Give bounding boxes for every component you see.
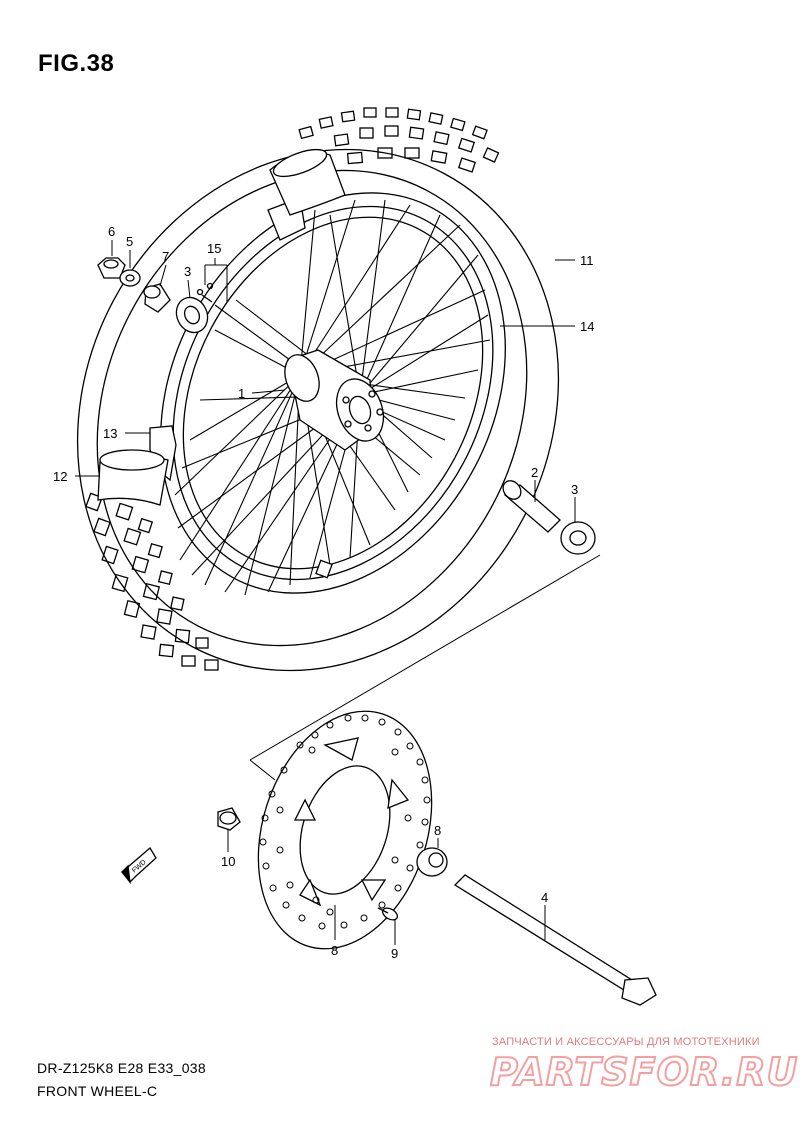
- callout-2: 2: [531, 465, 538, 480]
- washer: [119, 269, 141, 287]
- callout-9: 9: [391, 946, 398, 961]
- assembly-guide-lines: [249, 554, 601, 781]
- bearing-left: [175, 296, 209, 334]
- brake-disc: [257, 710, 433, 950]
- nut: [97, 257, 126, 279]
- watermark-tagline: ЗАПЧАСТИ И АКСЕССУАРЫ ДЛЯ МОТОТЕХНИКИ: [492, 1036, 760, 1048]
- spoke-nipples: [196, 282, 214, 303]
- bearing-right: [560, 521, 596, 555]
- callout-8a: 8: [331, 943, 338, 958]
- callout-12: 12: [53, 469, 67, 484]
- callout-10: 10: [221, 854, 235, 869]
- callout-labels: 6 5 7 3 15 1 13 12 11 14 2 3 4 8 9 8 10 …: [53, 224, 594, 961]
- axle-spacer: [502, 480, 561, 533]
- tire-tread-bottom: [85, 492, 219, 671]
- watermark-brand[interactable]: PARTSFOR.RU: [489, 1049, 799, 1095]
- hub: [284, 349, 385, 451]
- callout-1: 1: [238, 386, 245, 401]
- leader-lines: [75, 240, 576, 945]
- callout-3b: 3: [571, 482, 578, 497]
- callout-14: 14: [580, 319, 594, 334]
- tire-tread-top: [298, 107, 500, 173]
- callout-4: 4: [541, 890, 548, 905]
- inner-tube: [97, 148, 346, 579]
- callout-13: 13: [103, 426, 117, 441]
- disc-holes: [259, 714, 431, 930]
- callout-11: 11: [580, 253, 594, 268]
- disc-bolt: [377, 907, 399, 921]
- section-name: FRONT WHEEL-C: [37, 1083, 158, 1099]
- callout-7: 7: [162, 249, 169, 264]
- front-axle: [453, 874, 657, 1006]
- forward-arrow-icon: [121, 847, 157, 885]
- callout-5: 5: [126, 234, 133, 249]
- callout-15: 15: [207, 241, 221, 256]
- axle-collar: [416, 847, 448, 877]
- model-code: DR-Z125K8 E28 E33_038: [37, 1060, 206, 1076]
- callout-6: 6: [108, 224, 115, 239]
- figure-title: FIG.38: [38, 50, 115, 77]
- collar: [217, 807, 241, 831]
- callout-8b: 8: [434, 823, 441, 838]
- callout-3a: 3: [184, 264, 191, 279]
- spacer: [143, 283, 171, 313]
